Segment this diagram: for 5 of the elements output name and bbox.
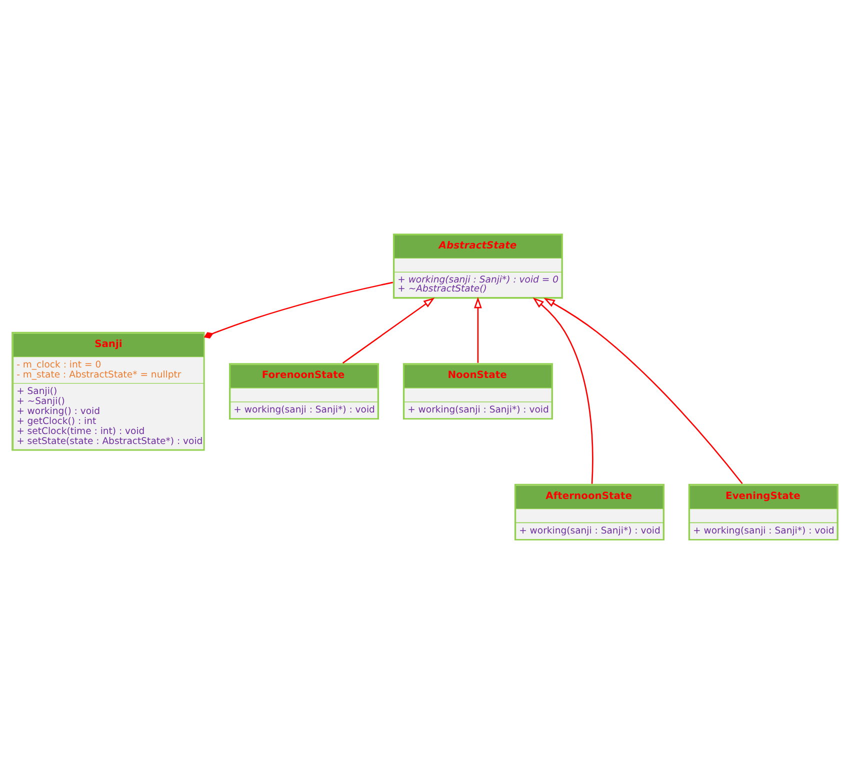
arrow	[474, 296, 482, 362]
arrow	[544, 297, 743, 484]
arrow	[342, 297, 435, 364]
arrow	[532, 296, 594, 484]
connector	[204, 281, 393, 338]
